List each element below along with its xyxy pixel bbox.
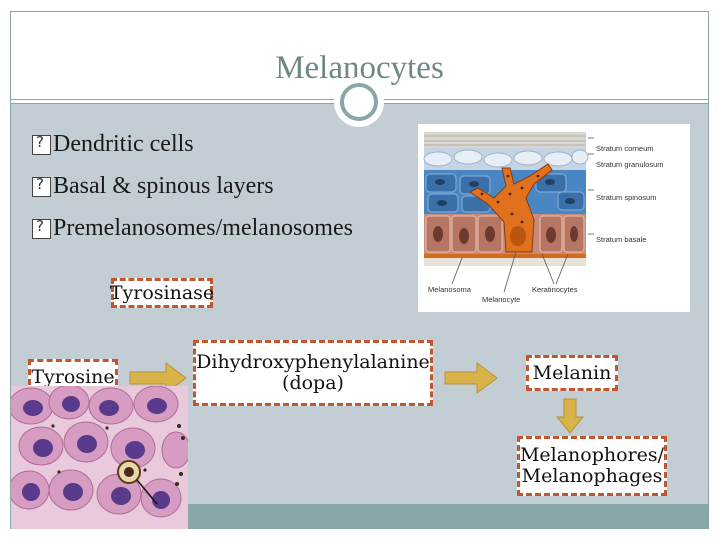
final-label-line1: Melanophores/: [519, 444, 665, 467]
keratinocytes-label: Keratinocytes: [532, 285, 578, 294]
intermediate-box: Dihydroxyphenylalanine (dopa): [193, 340, 433, 406]
enzyme-label: Tyrosinase: [109, 281, 215, 304]
bullet-glyph-icon: [32, 133, 51, 155]
final-box: Melanophores/ Melanophages: [517, 436, 667, 496]
skin-layers-figure: Stratum corneum Stratum granulosum Strat…: [418, 124, 690, 312]
intermediate-label-line2: (dopa): [282, 372, 344, 394]
layer-label: Stratum granulosum: [596, 160, 664, 169]
final-label-line2: Melanophages: [521, 465, 663, 487]
substrate-label: Tyrosine: [31, 365, 115, 388]
melanocyte-label: Melanocyte: [482, 295, 520, 304]
ring-ornament-icon: [340, 83, 378, 121]
bullet-item: Premelanosomes/melanosomes: [32, 207, 353, 249]
slide-frame: [10, 11, 709, 529]
histology-micrograph: [8, 384, 191, 529]
skin-layers-illustration: Stratum corneum Stratum granulosum Strat…: [423, 132, 664, 304]
arrow-right-icon: [129, 362, 187, 394]
arrow-down-icon: [555, 398, 585, 434]
layer-label: Stratum corneum: [596, 144, 654, 153]
bullet-glyph-icon: [32, 217, 51, 239]
micrograph-image: [8, 384, 191, 529]
intermediate-label-line1: Dihydroxyphenylalanine: [196, 351, 430, 374]
product-box: Melanin: [526, 355, 618, 391]
layer-label: Stratum basale: [596, 235, 646, 244]
arrow-right-icon: [444, 362, 498, 394]
bullet-text: Premelanosomes/melanosomes: [53, 214, 353, 241]
melanosoma-label: Melanosoma: [428, 285, 472, 294]
enzyme-box: Tyrosinase: [109, 278, 215, 308]
bullet-list: Dendritic cells Basal & spinous layers P…: [32, 123, 353, 249]
product-label: Melanin: [532, 361, 612, 384]
bullet-text: Basal & spinous layers: [53, 172, 274, 199]
bullet-item: Dendritic cells: [32, 123, 353, 165]
bullet-glyph-icon: [32, 175, 51, 197]
layer-label: Stratum spinosum: [596, 193, 656, 202]
bullet-text: Dendritic cells: [53, 130, 194, 157]
bullet-item: Basal & spinous layers: [32, 165, 353, 207]
